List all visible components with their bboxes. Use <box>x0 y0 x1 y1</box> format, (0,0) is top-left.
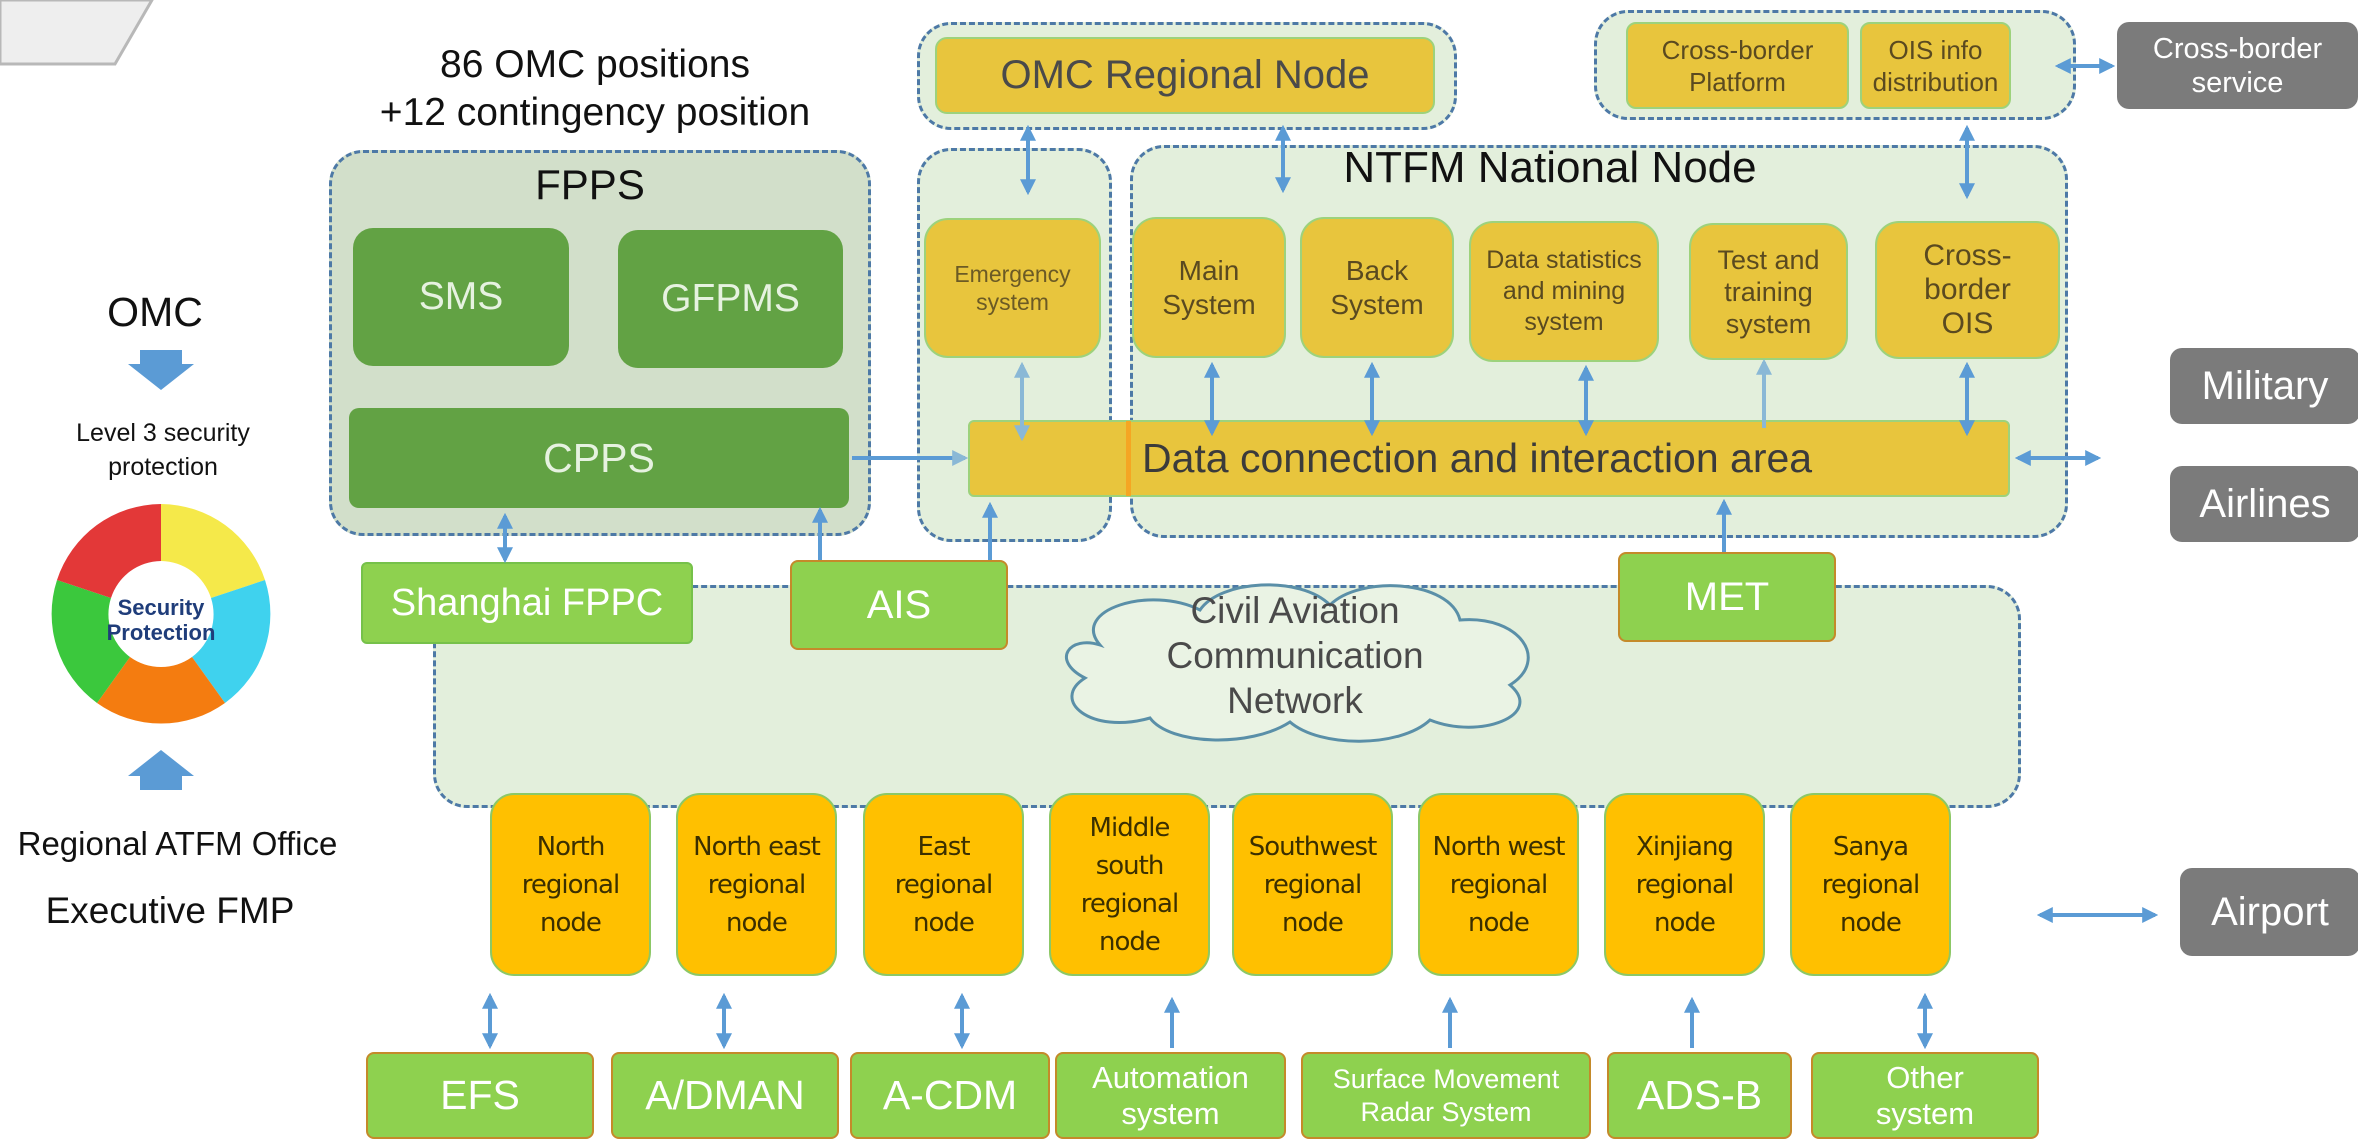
cloud-icon <box>1064 583 1530 743</box>
sms-box: SMS <box>353 228 569 366</box>
regional-node: Xinjiang regional node <box>1604 793 1765 976</box>
gfpms-box: GFPMS <box>618 230 843 368</box>
regional-node: East regional node <box>863 793 1024 976</box>
arrow-up-icon <box>128 750 194 790</box>
data-connection-area <box>968 420 2010 497</box>
emergency-system-box: Emergency system <box>924 218 1101 358</box>
bottom-system: Automation system <box>1055 1052 1286 1139</box>
security-protection-label: Security Protection <box>106 595 216 645</box>
contingency-positions-label: +12 contingency position <box>379 91 811 134</box>
test-training-box: Test and training system <box>1689 223 1848 360</box>
bottom-system: Surface Movement Radar System <box>1301 1052 1591 1139</box>
area-divider <box>1126 421 1131 496</box>
military-box: Military <box>2170 348 2358 424</box>
ois-info-distribution-box: OIS info distribution <box>1860 22 2011 109</box>
executive-fmp-label: Executive FMP <box>45 890 295 931</box>
regional-node: Sanya regional node <box>1790 793 1951 976</box>
omc-positions-label: 86 OMC positions <box>440 43 750 86</box>
shanghai-fppc-box: Shanghai FPPC <box>361 562 693 644</box>
regional-atfm-office-label: Regional ATFM Office <box>17 825 338 862</box>
regional-node: North west regional node <box>1418 793 1579 976</box>
airport-box: Airport <box>2180 868 2358 956</box>
bottom-system: Other system <box>1811 1052 2039 1139</box>
data-connection-label: Data connection and interaction area <box>1142 434 1813 481</box>
security-level-label: Level 3 security protection <box>76 419 250 481</box>
regional-node: North regional node <box>490 793 651 976</box>
bottom-system: EFS <box>366 1052 594 1139</box>
airlines-box: Airlines <box>2170 466 2358 542</box>
cross-border-service-box: Cross-border service <box>2117 22 2358 109</box>
omc-regional-node-box: OMC Regional Node <box>935 37 1435 114</box>
ais-box: AIS <box>790 560 1008 650</box>
arrow-down-icon <box>128 350 194 390</box>
ntfm-title: NTFM National Node <box>1343 143 1757 192</box>
cpps-box: CPPS <box>349 408 849 508</box>
main-system-box: Main System <box>1132 217 1286 358</box>
security-protection-ring-icon <box>51 504 271 724</box>
fpps-title: FPPS <box>535 161 645 208</box>
cross-border-platform-box: Cross-border Platform <box>1626 22 1849 109</box>
regional-node: North east regional node <box>676 793 837 976</box>
bottom-system: A-CDM <box>850 1052 1050 1139</box>
omc-label: OMC <box>107 288 203 335</box>
met-box: MET <box>1618 552 1836 642</box>
communication-network-label: Civil Aviation Communication Network <box>1166 589 1424 721</box>
corner-decoration <box>0 0 154 66</box>
regional-node: Southwest regional node <box>1232 793 1393 976</box>
regional-node: Middle south regional node <box>1049 793 1210 976</box>
cross-border-ois-box: Cross-border OIS <box>1875 221 2060 359</box>
back-system-box: Back System <box>1300 217 1454 358</box>
bottom-system: ADS-B <box>1607 1052 1792 1139</box>
bottom-system: A/DMAN <box>611 1052 839 1139</box>
data-statistics-box: Data statistics and mining system <box>1469 221 1659 362</box>
